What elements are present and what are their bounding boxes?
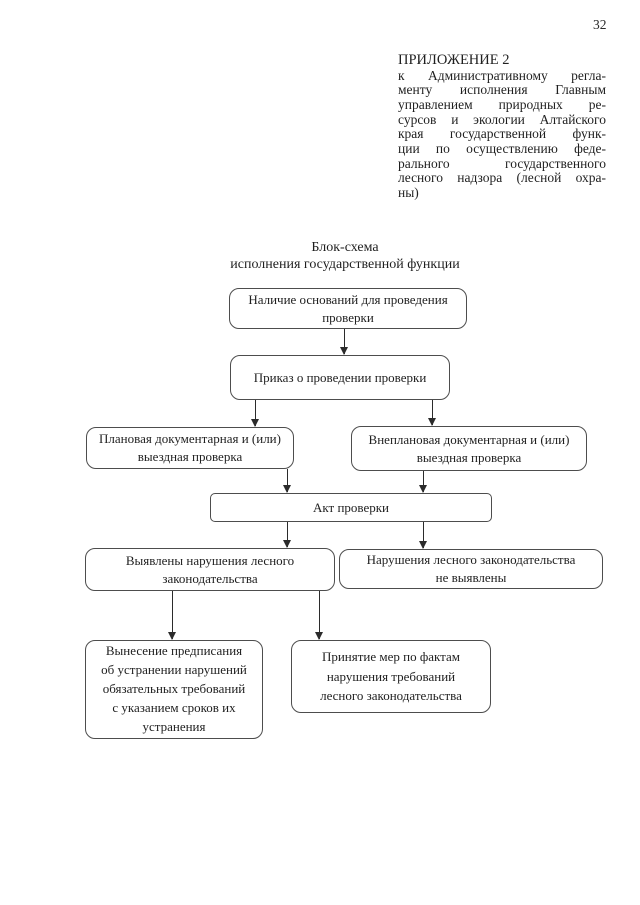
arrow-violations-to-measures <box>315 591 323 640</box>
header-line: управлением природных ре- <box>398 96 606 112</box>
header-line: рального государственного <box>398 155 606 171</box>
flowchart-title-line1: Блок-схема <box>311 240 379 255</box>
header-line: менту исполнения Главным <box>398 82 606 98</box>
arrow-order-to-planned <box>251 400 259 427</box>
node-take-measures: Принятие мер по фактам нарушения требова… <box>291 640 491 713</box>
header-line: к Административному регла- <box>398 67 606 83</box>
page-number: 32 <box>593 17 607 32</box>
appendix-header: ПРИЛОЖЕНИЕ 2 к Административному регла- … <box>398 52 606 201</box>
node-issue-prescription: Вынесение предписания об устранении нару… <box>85 640 263 739</box>
arrow-violations-to-prescription <box>168 591 176 640</box>
arrow-planned-to-act <box>283 469 291 493</box>
node-inspection-act: Акт проверки <box>210 493 492 522</box>
arrow-unplanned-to-act <box>419 471 427 493</box>
header-line: сурсов и экологии Алтайского <box>398 111 606 127</box>
arrow-act-to-no-violations <box>419 522 427 549</box>
header-line: ции по осуществлению феде- <box>398 141 606 157</box>
arrow-grounds-to-order <box>340 329 348 355</box>
header-line: края государственной функ- <box>398 126 606 142</box>
node-inspection-order: Приказ о проведении проверки <box>230 355 450 400</box>
arrow-order-to-unplanned <box>428 400 436 426</box>
appendix-title: ПРИЛОЖЕНИЕ 2 <box>398 52 510 68</box>
flowchart-title: Блок-схема исполнения государственной фу… <box>150 240 540 273</box>
node-unplanned-inspection: Внеплановая документарная и (или) выездн… <box>351 426 587 471</box>
node-no-violations-found: Нарушения лесного законодательства не вы… <box>339 549 603 589</box>
arrow-act-to-violations-found <box>283 522 291 548</box>
header-line: ны) <box>398 185 419 201</box>
flowchart-title-line2: исполнения государственной функции <box>230 256 460 272</box>
node-planned-inspection: Плановая документарная и (или) выездная … <box>86 427 294 469</box>
header-line: лесного надзора (лесной охра- <box>398 170 606 186</box>
node-grounds-for-inspection: Наличие оснований для проведения проверк… <box>229 288 467 329</box>
node-violations-found: Выявлены нарушения лесного законодательс… <box>85 548 335 591</box>
